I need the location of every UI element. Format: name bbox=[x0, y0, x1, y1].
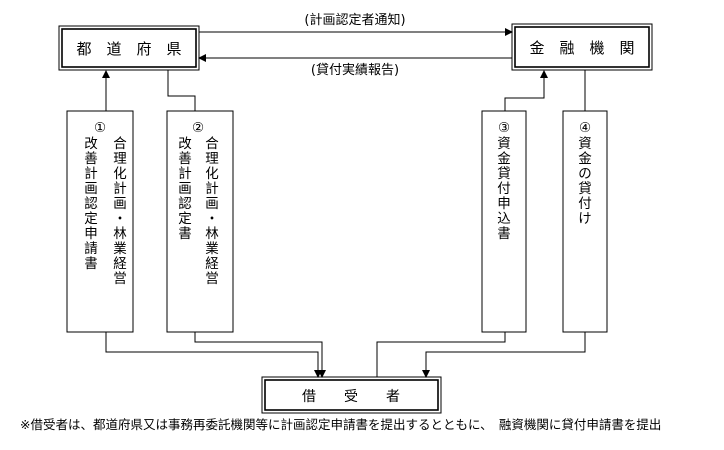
step3-number: ③ bbox=[498, 120, 510, 136]
step2-char: 営 bbox=[205, 271, 219, 287]
step1-char: 定 bbox=[84, 211, 98, 227]
step1-char: 合 bbox=[113, 136, 127, 152]
step3-up-arrow bbox=[504, 70, 548, 111]
step2-number: ② bbox=[192, 120, 204, 136]
step3-char: 付 bbox=[497, 181, 511, 197]
step3-box bbox=[481, 110, 527, 333]
borrower-label: 借 受 者 bbox=[302, 389, 400, 405]
step2-char: 改 bbox=[178, 136, 192, 152]
step2-top-connector bbox=[167, 70, 196, 111]
step3-char: 込 bbox=[497, 211, 511, 227]
step4-char: 金 bbox=[578, 151, 592, 167]
step2-char: 合 bbox=[205, 136, 219, 152]
step1-char: 業 bbox=[113, 241, 127, 257]
step1-char: 林 bbox=[113, 226, 127, 242]
bank-box: 金 融 機 関 bbox=[511, 23, 653, 71]
step1-char: 計 bbox=[113, 181, 127, 197]
step-labels: ①合理化計画・林業経営改善計画認定申請書②合理化計画・林業経営改善計画認定書③資… bbox=[84, 120, 592, 287]
footnote: ※借受者は、都道府県又は事務再委託機関等に計画認定申請書を提出するとともに、 融… bbox=[20, 417, 662, 432]
step1-char: 書 bbox=[84, 256, 98, 272]
step4-char: 貸 bbox=[578, 181, 592, 197]
step3-char: 貸 bbox=[497, 166, 511, 182]
step2-char: 化 bbox=[205, 166, 219, 182]
step1-char: 化 bbox=[113, 166, 127, 182]
step1-char: 認 bbox=[84, 196, 98, 212]
bank-label: 金 融 機 関 bbox=[529, 39, 634, 57]
step2-char: 業 bbox=[205, 241, 219, 257]
step3-down-connector bbox=[376, 332, 506, 377]
step1-char: 善 bbox=[84, 151, 98, 167]
step2-char: 定 bbox=[178, 211, 192, 227]
flow-bottom-label: (貸付実績報告) bbox=[311, 62, 399, 78]
step3-char: 金 bbox=[497, 151, 511, 167]
step2-down-connector bbox=[194, 332, 326, 378]
step1-char: 改 bbox=[84, 136, 98, 152]
step2-char: 善 bbox=[178, 151, 192, 167]
step4-char: の bbox=[578, 166, 592, 182]
step1-char: 理 bbox=[113, 151, 127, 167]
step4-char: け bbox=[578, 211, 592, 227]
step2-char: 認 bbox=[178, 196, 192, 212]
step4-number: ④ bbox=[579, 120, 591, 136]
step1-down-connector bbox=[105, 332, 322, 378]
step1-box bbox=[66, 110, 134, 333]
step4-down-connector bbox=[422, 332, 586, 378]
step1-number: ① bbox=[94, 120, 106, 136]
step1-char: ・ bbox=[113, 211, 127, 227]
step2-char: 計 bbox=[178, 166, 192, 182]
step2-char: 画 bbox=[178, 181, 192, 197]
prefecture-label: 都 道 府 県 bbox=[76, 40, 181, 58]
step1-char: 申 bbox=[84, 226, 98, 242]
borrower-box: 借 受 者 bbox=[261, 376, 442, 414]
step1-char: 請 bbox=[84, 241, 98, 257]
step1-char: 画 bbox=[113, 196, 127, 212]
prefecture-box: 都 道 府 県 bbox=[58, 25, 200, 71]
step2-char: 計 bbox=[205, 181, 219, 197]
flow-top-label: (計画認定者通知) bbox=[304, 12, 405, 28]
step2-box bbox=[166, 110, 234, 333]
step1-char: 経 bbox=[113, 256, 127, 272]
step3-char: 書 bbox=[497, 226, 511, 242]
step4-char: 資 bbox=[578, 136, 592, 152]
step2-char: ・ bbox=[205, 211, 219, 227]
step2-char: 林 bbox=[205, 226, 219, 242]
step1-char: 計 bbox=[84, 166, 98, 182]
step2-char: 理 bbox=[205, 151, 219, 167]
step1-char: 営 bbox=[113, 271, 127, 287]
step3-char: 資 bbox=[497, 136, 511, 152]
step3-char: 申 bbox=[497, 196, 511, 212]
step4-char: 付 bbox=[578, 196, 592, 212]
step2-char: 書 bbox=[178, 226, 192, 242]
step2-char: 画 bbox=[205, 196, 219, 212]
step2-char: 経 bbox=[205, 256, 219, 272]
step1-char: 画 bbox=[84, 181, 98, 197]
